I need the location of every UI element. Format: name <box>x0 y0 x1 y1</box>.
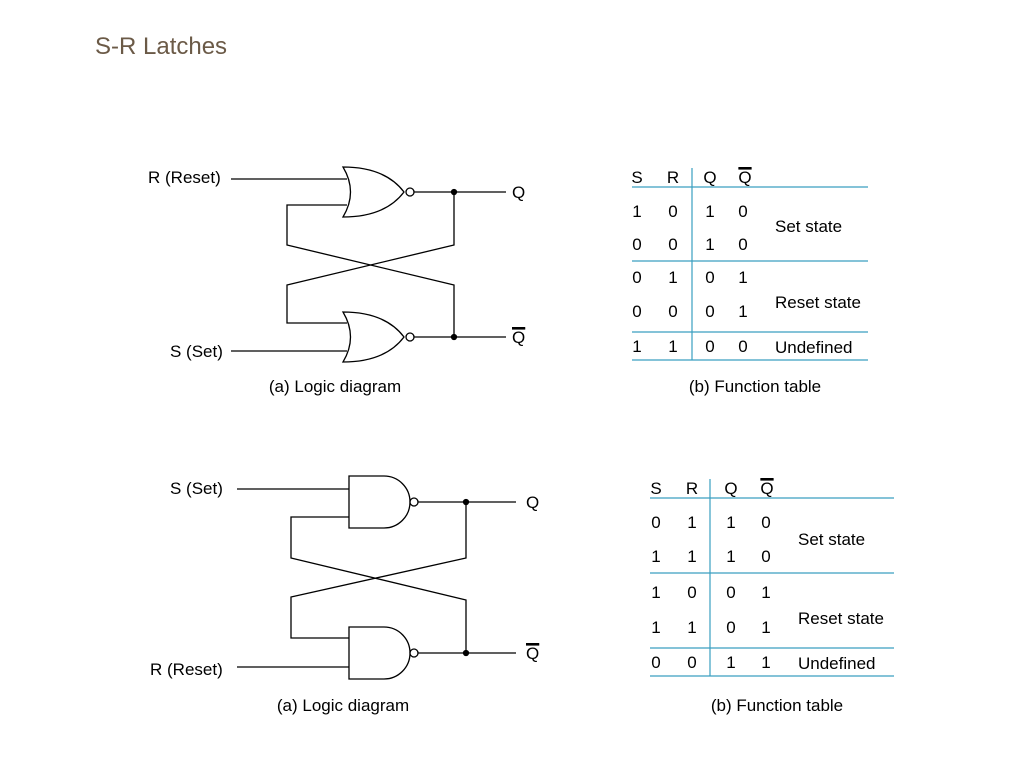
nand-bubble-top <box>409 497 419 507</box>
junction-dot <box>450 333 458 341</box>
table-cell: 1 <box>726 513 735 532</box>
table-cell: 1 <box>738 302 747 321</box>
table-cell: 1 <box>726 653 735 672</box>
nand-gate-bottom <box>348 626 411 680</box>
table-cell: 1 <box>668 337 677 356</box>
table-cell: 1 <box>687 618 696 637</box>
table-cell: 0 <box>651 513 660 532</box>
state-label: Reset state <box>798 609 884 628</box>
table-cell: 0 <box>668 202 677 221</box>
table-cell: 0 <box>726 618 735 637</box>
label-output-q: Q <box>512 183 525 202</box>
table-cell: 0 <box>632 302 641 321</box>
slide-title: S-R Latches <box>95 33 228 60</box>
nor-function-table: S R Q Q 1 0 1 0 0 0 1 0 0 1 0 1 0 0 0 1 … <box>631 168 868 361</box>
label-input-r: R (Reset) <box>150 660 223 679</box>
junction-dot <box>450 188 458 196</box>
diagram-caption: (a) Logic diagram <box>269 377 401 396</box>
nor-bubble-bottom <box>405 332 415 342</box>
col-header-q: Q <box>703 168 716 187</box>
label-input-s: S (Set) <box>170 479 223 498</box>
wire-feedback-bottom <box>286 192 455 324</box>
state-label: Undefined <box>775 338 853 357</box>
table-cell: 1 <box>651 618 660 637</box>
nor-gate-top <box>341 166 405 218</box>
table-cell: 1 <box>761 583 770 602</box>
wire-feedback-bottom <box>290 502 467 639</box>
table-cell: 1 <box>632 337 641 356</box>
col-header-q: Q <box>724 479 737 498</box>
diagram-caption: (a) Logic diagram <box>277 696 409 715</box>
nor-latch-diagram <box>231 166 506 363</box>
table-cell: 0 <box>632 268 641 287</box>
table-cell: 1 <box>651 583 660 602</box>
nand-latch-diagram <box>237 475 516 680</box>
table-cell: 0 <box>632 235 641 254</box>
table-cell: 0 <box>687 583 696 602</box>
label-input-s: S (Set) <box>170 342 223 361</box>
nand-bubble-bottom <box>409 648 419 658</box>
table-cell: 1 <box>687 547 696 566</box>
table-caption: (b) Function table <box>689 377 821 396</box>
table-cell: 1 <box>687 513 696 532</box>
nor-gate-bottom <box>341 311 405 363</box>
col-header-s: S <box>631 168 642 187</box>
table-cell: 1 <box>726 547 735 566</box>
table-cell: 0 <box>738 202 747 221</box>
col-header-s: S <box>650 479 661 498</box>
label-input-r: R (Reset) <box>148 168 221 187</box>
table-cell: 0 <box>687 653 696 672</box>
wire-feedback-top <box>290 516 467 653</box>
table-cell: 1 <box>761 618 770 637</box>
table-cell: 0 <box>738 337 747 356</box>
table-cell: 1 <box>668 268 677 287</box>
col-header-r: R <box>667 168 679 187</box>
table-cell: 0 <box>668 235 677 254</box>
table-cell: 1 <box>761 653 770 672</box>
col-header-qbar: Q <box>738 168 751 187</box>
nor-bubble-top <box>405 187 415 197</box>
label-output-q: Q <box>526 493 539 512</box>
table-cell: 0 <box>726 583 735 602</box>
table-caption: (b) Function table <box>711 696 843 715</box>
table-cell: 1 <box>705 202 714 221</box>
label-output-qbar: Q <box>512 328 525 347</box>
col-header-qbar: Q <box>760 479 773 498</box>
state-label: Set state <box>798 530 865 549</box>
table-cell: 0 <box>705 302 714 321</box>
table-cell: 0 <box>651 653 660 672</box>
col-header-r: R <box>686 479 698 498</box>
nand-function-table: S R Q Q 0 1 1 0 1 1 1 0 1 0 0 1 1 1 0 1 … <box>650 479 894 677</box>
table-cell: 0 <box>668 302 677 321</box>
table-cell: 0 <box>738 235 747 254</box>
state-label: Reset state <box>775 293 861 312</box>
table-cell: 0 <box>705 268 714 287</box>
state-label: Set state <box>775 217 842 236</box>
table-cell: 0 <box>761 547 770 566</box>
wire-feedback-top <box>286 204 455 337</box>
state-label: Undefined <box>798 654 876 673</box>
nand-gate-top <box>348 475 411 529</box>
label-output-qbar: Q <box>526 644 539 663</box>
junction-dot <box>462 498 470 506</box>
table-cell: 1 <box>705 235 714 254</box>
table-cell: 1 <box>738 268 747 287</box>
table-cell: 1 <box>651 547 660 566</box>
table-cell: 1 <box>632 202 641 221</box>
table-cell: 0 <box>761 513 770 532</box>
junction-dot <box>462 649 470 657</box>
table-cell: 0 <box>705 337 714 356</box>
